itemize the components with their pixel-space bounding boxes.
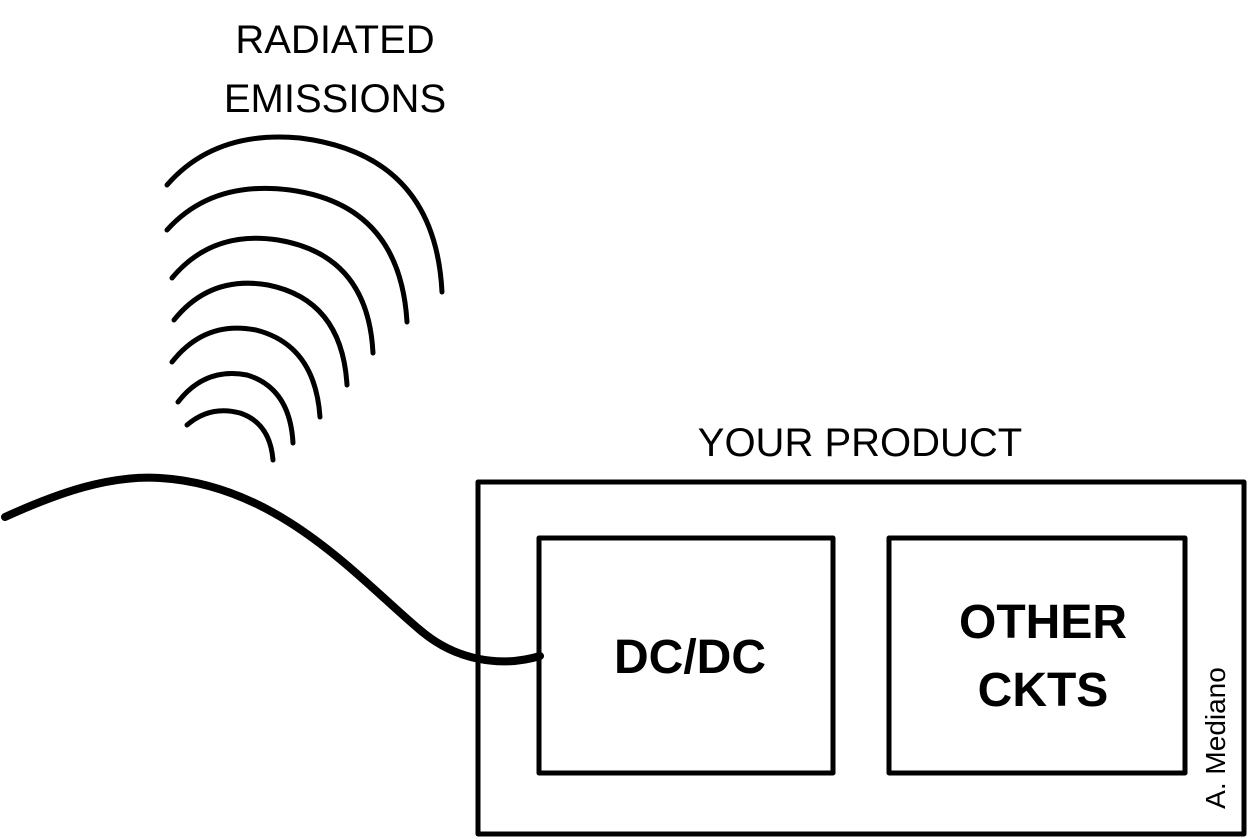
author-credit: A. Mediano <box>1200 667 1231 809</box>
emission-arc-7 <box>164 134 445 295</box>
emission-arc-1 <box>184 408 276 463</box>
emission-arc-6 <box>164 185 410 325</box>
emission-arc-5 <box>169 235 376 356</box>
other-ckts-block <box>886 535 1188 776</box>
emission-waves <box>164 134 445 463</box>
emission-arc-4 <box>171 280 350 388</box>
other-ckts-label-line2: CKTS <box>978 664 1109 717</box>
cable <box>1 473 544 666</box>
dcdc-label: DC/DC <box>614 631 766 684</box>
dcdc-block <box>536 535 836 776</box>
emissions-label-line2: EMISSIONS <box>224 77 446 121</box>
product-label: YOUR PRODUCT <box>698 421 1022 465</box>
emissions-label-line1: RADIATED <box>235 18 434 62</box>
product-enclosure <box>475 479 1247 837</box>
emission-arc-3 <box>169 325 323 420</box>
emission-arc-2 <box>175 371 296 446</box>
other-ckts-label-line1: OTHER <box>959 596 1127 649</box>
